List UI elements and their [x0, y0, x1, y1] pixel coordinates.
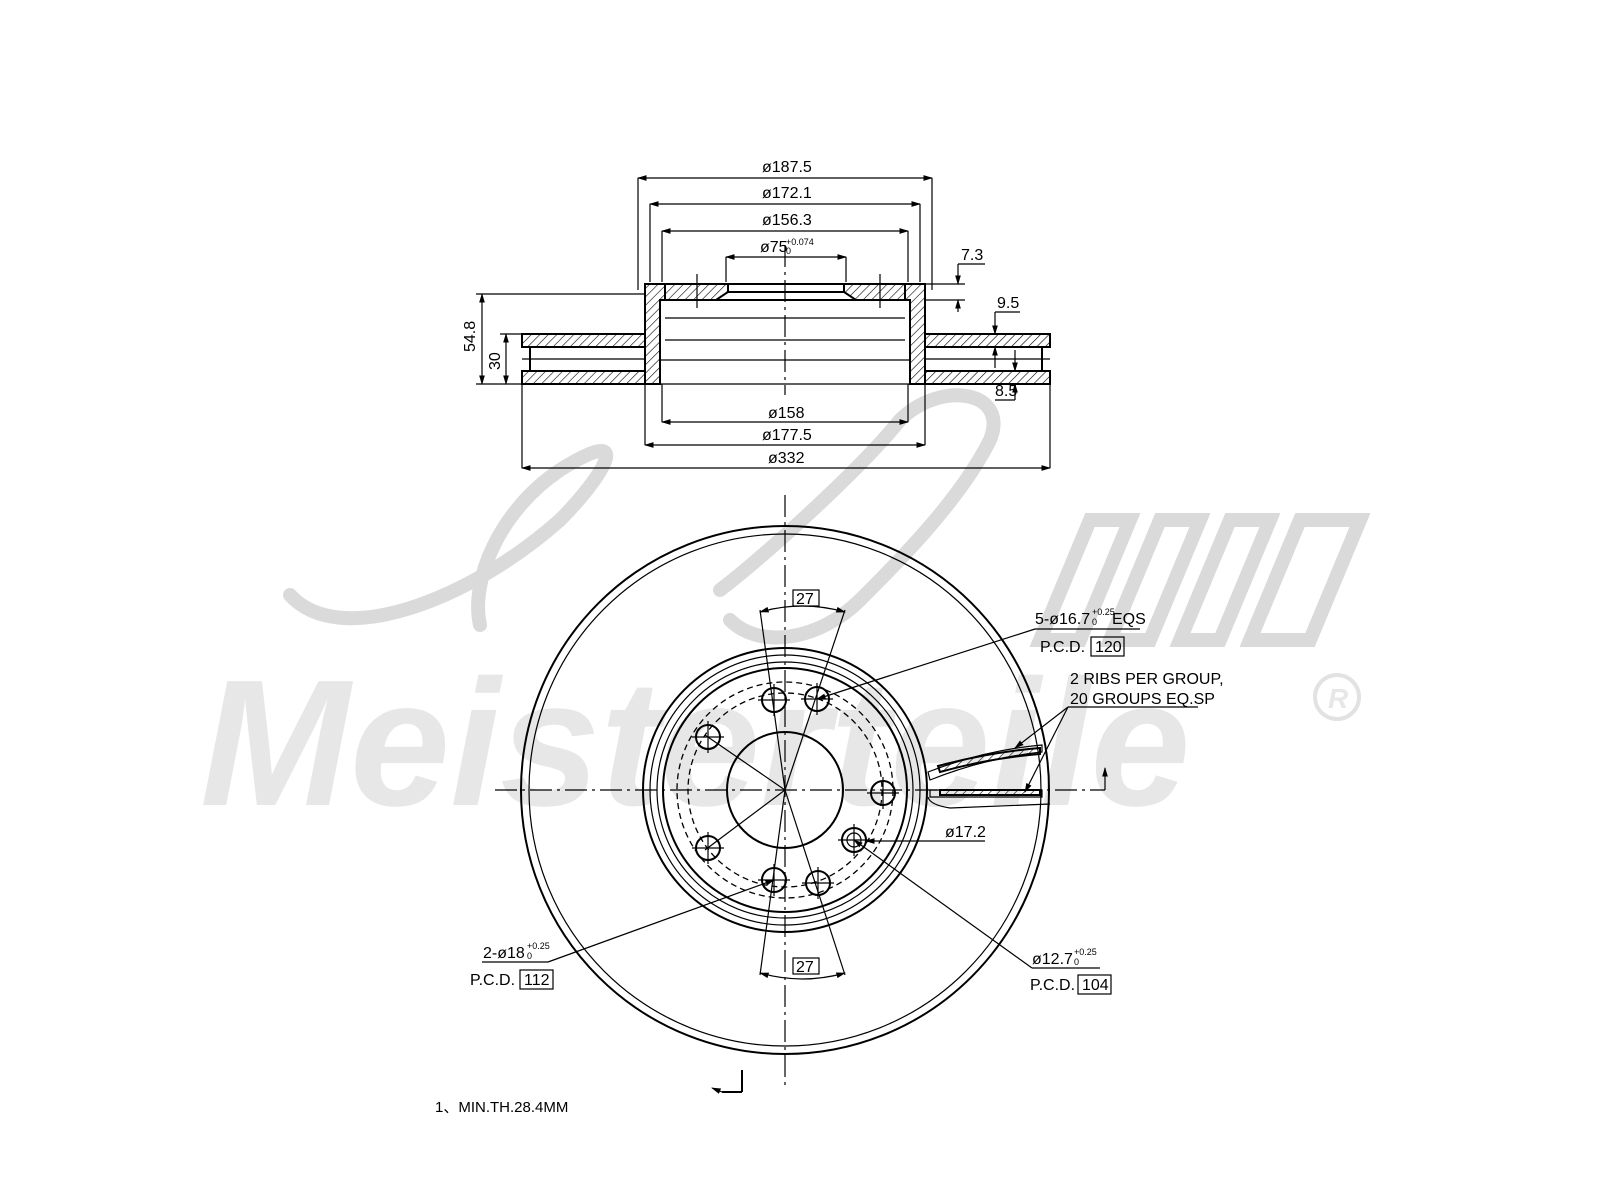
svg-text:0: 0: [1092, 617, 1097, 627]
callout-2-holes: 2-ø18 +0.25 0 P.C.D. 112: [470, 879, 775, 990]
watermark-registered: R: [1328, 683, 1349, 714]
svg-text:ø158: ø158: [768, 405, 805, 422]
friction-ring-bottom-right: [924, 370, 1051, 385]
hat-top-right: [843, 283, 906, 301]
svg-text:ø332: ø332: [768, 450, 805, 467]
svg-text:30: 30: [487, 352, 504, 370]
angle-bottom: 27: [759, 957, 846, 980]
svg-text:P.C.D.: P.C.D.: [1030, 977, 1075, 994]
svg-text:120: 120: [1095, 639, 1122, 656]
svg-text:0: 0: [786, 246, 791, 256]
friction-ring-top-right: [924, 333, 1051, 348]
callout-17-2: ø17.2: [865, 824, 986, 844]
face-view: 27 27 5-ø16.7 +0.25 0 EQS P.C.D. 120 2 R…: [470, 495, 1224, 1094]
disc-outer-edge: [520, 525, 1050, 1055]
section-view: ø187.5 ø172.1 ø156.3 ø75 +0.074 0: [462, 159, 1051, 471]
svg-text:P.C.D.: P.C.D.: [470, 972, 515, 989]
svg-text:ø187.5: ø187.5: [762, 159, 812, 176]
svg-text:ø156.3: ø156.3: [762, 212, 812, 229]
svg-text:2-ø18: 2-ø18: [483, 945, 525, 962]
dim-7-3: 7.3: [925, 247, 985, 312]
svg-text:0: 0: [1074, 957, 1079, 967]
note-min-thickness: 1、MIN.TH.28.4MM: [435, 1099, 568, 1116]
bolt-hole-4: [867, 777, 899, 809]
dim-332: ø332: [521, 384, 1051, 471]
dim-172-1: ø172.1: [649, 185, 921, 282]
svg-text:0: 0: [527, 951, 532, 961]
svg-text:112: 112: [524, 972, 550, 989]
svg-text:EQS: EQS: [1112, 611, 1146, 628]
svg-text:ø177.5: ø177.5: [762, 427, 812, 444]
watermark-logo: Meisterteile R: [200, 388, 1371, 844]
svg-text:+0.25: +0.25: [1092, 607, 1115, 617]
dim-156-3: ø156.3: [661, 212, 909, 282]
svg-text:54.8: 54.8: [462, 321, 479, 352]
dim-187-5: ø187.5: [637, 159, 933, 290]
callout-5-holes: 5-ø16.7 +0.25 0 EQS P.C.D. 120: [816, 607, 1146, 700]
dim-8-5: 8.5: [995, 350, 1018, 401]
callout-ribs: 2 RIBS PER GROUP, 20 GROUPS EQ.SP: [1014, 671, 1224, 793]
dim-9-5: 9.5: [992, 295, 1020, 368]
svg-text:104: 104: [1082, 977, 1109, 994]
svg-text:ø75: ø75: [760, 239, 788, 256]
svg-text:+0.25: +0.25: [1074, 947, 1097, 957]
bolt-hole-8: [802, 867, 834, 899]
callout-12-7-holes: ø12.7 +0.25 0 P.C.D. 104: [853, 839, 1112, 995]
section-marker: [711, 1070, 743, 1094]
watermark-text: Meisterteile: [200, 643, 1190, 844]
svg-text:27: 27: [796, 959, 814, 976]
angle-top: 27: [759, 589, 846, 613]
svg-text:ø17.2: ø17.2: [945, 824, 986, 841]
svg-text:+0.25: +0.25: [527, 941, 550, 951]
svg-text:2 RIBS PER GROUP,: 2 RIBS PER GROUP,: [1070, 671, 1224, 688]
dim-177-5: ø177.5: [644, 384, 926, 448]
svg-text:20 GROUPS EQ.SP: 20 GROUPS EQ.SP: [1070, 691, 1215, 708]
svg-text:P.C.D.: P.C.D.: [1040, 639, 1085, 656]
friction-ring-bottom-left: [521, 370, 646, 385]
svg-text:5-ø16.7: 5-ø16.7: [1035, 611, 1090, 628]
centre-bore: [726, 731, 844, 849]
svg-text:+0.074: +0.074: [786, 237, 814, 247]
svg-text:8.5: 8.5: [995, 383, 1017, 400]
rib-group: [927, 744, 1108, 809]
svg-text:7.3: 7.3: [961, 247, 983, 264]
dim-75: ø75 +0.074 0: [725, 237, 847, 282]
svg-text:27: 27: [796, 591, 814, 608]
svg-text:9.5: 9.5: [997, 295, 1019, 312]
svg-text:ø12.7: ø12.7: [1032, 951, 1073, 968]
svg-text:ø172.1: ø172.1: [762, 185, 812, 202]
dim-54-8: 54.8: [462, 293, 645, 385]
dim-158: ø158: [661, 384, 909, 425]
dim-30: 30: [487, 333, 522, 385]
friction-ring-top-left: [521, 333, 646, 348]
